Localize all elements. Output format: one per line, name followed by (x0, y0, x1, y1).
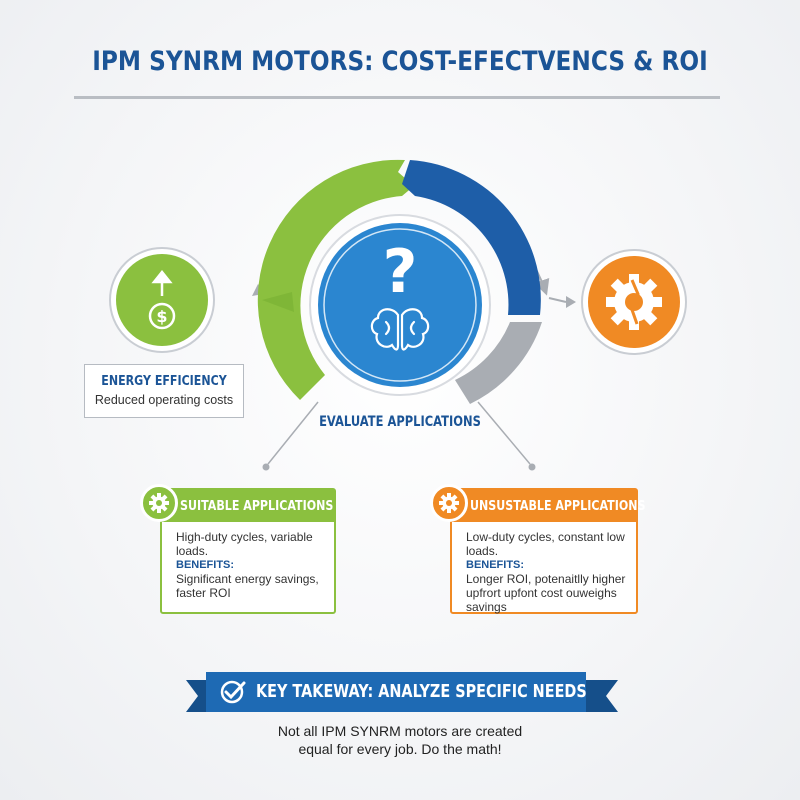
unsuitable-card-body: Low-duty cycles, constant low loads. BEN… (466, 530, 628, 614)
connector-left (267, 401, 319, 465)
question-mark: ? (383, 237, 418, 307)
energy-efficiency-subtitle: Reduced operating costs (94, 393, 234, 407)
gear-icon (140, 484, 178, 522)
right-arrow-head (566, 296, 576, 308)
key-takeaway-banner: KEY TAKEWAY: ANALYZE SPECIFIC NEEDS (206, 672, 587, 712)
suitable-card-body: High-duty cycles, variable loads. BENEFI… (176, 530, 326, 600)
suitable-description: High-duty cycles, variable loads. (176, 530, 313, 558)
unsuitable-description: Low-duty cycles, constant low loads. (466, 530, 625, 558)
connector-right (477, 401, 531, 465)
suitable-card-title: SUITABLE APPLICATIONS (180, 498, 334, 514)
blue-arc-segment (402, 160, 541, 315)
title-divider (74, 96, 720, 99)
center-circle-ring (323, 228, 477, 382)
green-arc-arrow (262, 292, 294, 312)
right-connector (548, 297, 567, 303)
energy-efficiency-title: ENERGY EFFICIENCY (101, 374, 227, 389)
suitable-benefits-text: Significant energy savings, faster ROI (176, 572, 319, 600)
center-circle (318, 223, 482, 387)
suitable-benefits-label: BENEFITS: (176, 559, 235, 571)
energy-efficiency-box: ENERGY EFFICIENCY Reduced operating cost… (84, 364, 244, 418)
checkmark-icon (220, 680, 246, 704)
unsuitable-benefits-text: Longer ROI, potenaitlly higher upfrort u… (466, 572, 626, 614)
suitable-card-header: SUITABLE APPLICATIONS (162, 490, 334, 522)
left-node-circle (116, 254, 208, 346)
green-arc-segment (257, 159, 414, 400)
takeaway-note: Not all IPM SYNRM motors are created equ… (277, 723, 523, 757)
suitable-applications-card: SUITABLE APPLICATIONS High-duty cycles, … (140, 484, 336, 614)
unsuitable-applications-card: UNSUSTABLE APPLICATIONS Low-duty cycles,… (430, 484, 645, 614)
unsuitable-benefits-label: BENEFITS: (466, 559, 525, 571)
evaluate-applications-label: EVALUATE APPLICATIONS (319, 414, 481, 430)
page-title: IPM SYNRM MOTORS: COST-EFECTVENCS & ROI (92, 46, 708, 77)
connector-right-dot (528, 463, 536, 471)
banner-ribbon-right (586, 680, 618, 712)
unsuitable-card-header: UNSUSTABLE APPLICATIONS (452, 490, 645, 522)
connector-left-dot (262, 463, 270, 471)
unsuitable-card-title: UNSUSTABLE APPLICATIONS (470, 498, 646, 514)
key-takeaway-text: KEY TAKEWAY: ANALYZE SPECIFIC NEEDS (256, 681, 587, 702)
svg-text:$: $ (156, 307, 167, 326)
broken-gear-icon (606, 274, 662, 330)
gear-icon (430, 484, 468, 522)
brain-icon (370, 308, 430, 351)
dollar-up-arrow-icon: $ (148, 269, 176, 330)
gray-arc-segment (455, 322, 542, 404)
